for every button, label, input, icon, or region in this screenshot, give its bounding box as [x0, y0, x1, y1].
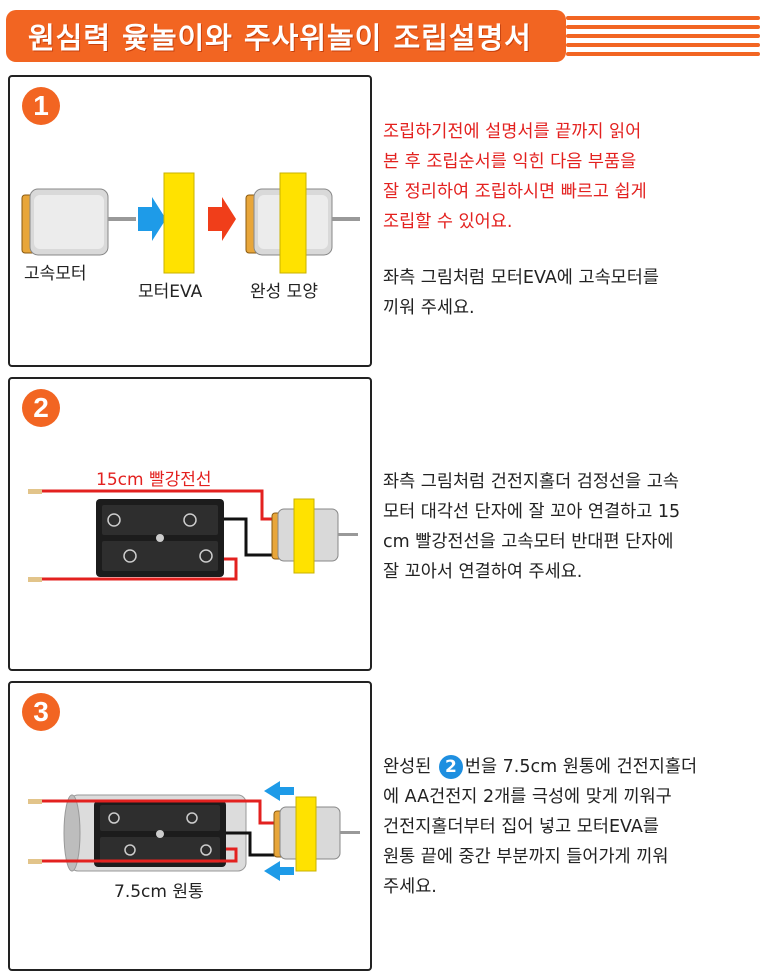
step2-reference-badge: 2	[438, 755, 463, 779]
step3-illustration	[28, 781, 360, 881]
step1-red-line: 잘 정리하여 조립하시면 빠르고 쉽게	[383, 182, 647, 202]
battery-holder-icon	[96, 499, 224, 577]
complete-motor-icon	[245, 172, 360, 274]
blue-arrow-icon	[264, 861, 294, 881]
step2-illustration	[28, 489, 358, 582]
battery-holder-icon	[94, 801, 226, 867]
step3-line: 주세요.	[383, 877, 437, 897]
step3-number: 3	[22, 693, 60, 731]
step1-description: 조립하기전에 설명서를 끝까지 읽어 본 후 조립순서를 익힌 다음 부품을 잘…	[383, 117, 659, 323]
step1-number: 1	[22, 87, 60, 125]
step1-line: 끼워 주세요.	[383, 298, 475, 318]
motor-icon	[21, 188, 136, 256]
header-stripes	[566, 16, 760, 61]
step2-line: 잘 꼬아서 연결하여 주세요.	[383, 562, 583, 582]
step1-red-line: 본 후 조립순서를 익힌 다음 부품을	[383, 152, 637, 172]
complete-label: 완성 모양	[250, 282, 318, 302]
step3-panel: 3 7.	[8, 681, 372, 971]
motor-with-eva-icon	[273, 796, 360, 872]
red-arrow-icon	[208, 197, 236, 241]
blue-arrow-icon	[138, 197, 166, 241]
step1-red-line: 조립할 수 있어요.	[383, 212, 513, 232]
step2-line: 모터 대각선 단자에 잘 꼬아 연결하고 15	[383, 502, 681, 522]
step3-line: 에 AA건전지 2개를 극성에 맞게 끼워구	[383, 787, 672, 807]
step1-panel: 1 고속모터 모터EVA 완성 모양	[8, 75, 372, 367]
step2-line: cm 빨강전선을 고속모터 반대편 단자에	[383, 532, 674, 552]
header-banner: 원심력 윷놀이와 주사위놀이 조립설명서	[0, 6, 760, 70]
step3-line: 원통 끝에 중간 부분까지 들어가게 끼워	[383, 847, 669, 867]
step2-number: 2	[22, 389, 60, 427]
step2-line: 좌측 그림처럼 건전지홀더 검정선을 고속	[383, 472, 679, 492]
step1-illustration	[21, 172, 360, 274]
step3-line-part: 완성된	[383, 757, 432, 777]
blue-arrow-icon	[264, 781, 294, 801]
eva-pad	[163, 172, 195, 274]
page-title: 원심력 윷놀이와 주사위놀이 조립설명서	[6, 10, 566, 62]
step2-description: 좌측 그림처럼 건전지홀더 검정선을 고속 모터 대각선 단자에 잘 꼬아 연결…	[383, 467, 680, 587]
step3-line: 건전지홀더부터 집어 넣고 모터EVA를	[383, 817, 659, 837]
step3-line-part: 번을 7.5cm 원통에 건전지홀더	[464, 757, 698, 777]
eva-label: 모터EVA	[138, 282, 203, 302]
wire-label: 15cm 빨강전선	[96, 470, 212, 490]
step2-panel: 2 15cm 빨강전선	[8, 377, 372, 671]
tube-label: 7.5cm 원통	[114, 882, 204, 902]
step1-red-line: 조립하기전에 설명서를 끝까지 읽어	[383, 122, 642, 142]
step1-line: 좌측 그림처럼 모터EVA에 고속모터를	[383, 268, 659, 288]
motor-with-eva-icon	[271, 498, 358, 574]
motor-label: 고속모터	[24, 264, 87, 284]
